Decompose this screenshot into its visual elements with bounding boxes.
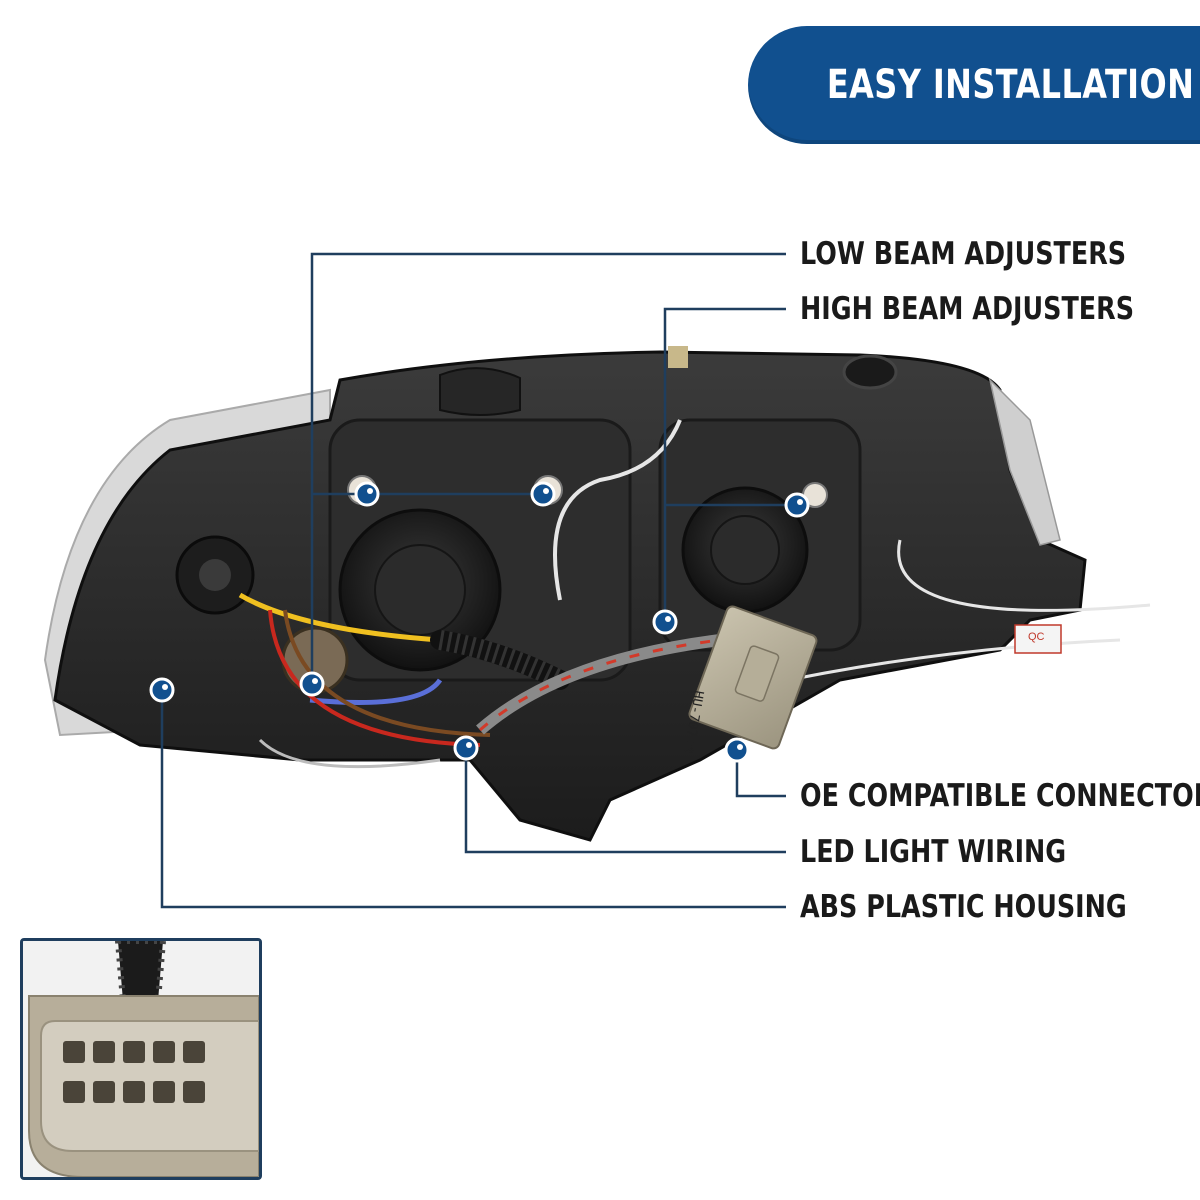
leader-led-wiring — [464, 748, 786, 854]
label-abs-plastic-housing: ABS PLASTIC HOUSING — [800, 889, 1127, 925]
leader-abs-housing — [160, 690, 786, 909]
dot-low-beam — [354, 481, 380, 507]
banner-title: EASY INSTALLATION — [826, 62, 1194, 108]
label-high-beam-adjusters: HIGH BEAM ADJUSTERS — [800, 291, 1135, 327]
label-low-beam-adjusters: LOW BEAM ADJUSTERS — [800, 236, 1127, 272]
dot-low-beam — [299, 671, 325, 697]
qc-sticker — [1014, 624, 1062, 654]
connector-pins — [63, 1041, 205, 1103]
blue-wire — [309, 678, 443, 705]
top-mount — [439, 367, 521, 416]
dot-high-beam — [784, 492, 810, 518]
qc-sticker-text: QC — [1028, 631, 1045, 643]
red-wire — [268, 609, 481, 747]
title-banner: EASY INSTALLATION — [748, 26, 1200, 144]
brown-wire — [283, 609, 491, 737]
leader-low-beam — [310, 252, 786, 684]
metal-clip — [668, 346, 688, 368]
white-wire — [897, 539, 1151, 612]
mount-hole — [842, 354, 898, 390]
connector-closeup-inset — [20, 938, 262, 1180]
leader-lines — [160, 252, 797, 909]
dot-high-beam — [652, 609, 678, 635]
dot-abs-housing — [149, 677, 175, 703]
white-wire — [553, 419, 682, 601]
chrome-side — [988, 377, 1061, 546]
label-oe-compatible-connector: OE COMPATIBLE CONNECTOR — [800, 778, 1200, 814]
callout-dots — [149, 481, 810, 763]
oe-connector-plug — [688, 605, 818, 750]
dot-low-beam — [530, 481, 556, 507]
gray-wire — [258, 738, 441, 769]
leader-oe-connector — [735, 750, 786, 798]
connector-closeup-image — [23, 941, 259, 1177]
label-led-light-wiring: LED LIGHT WIRING — [800, 834, 1067, 870]
dot-oe-connector — [724, 737, 750, 763]
leader-high-beam — [663, 307, 786, 622]
dot-led-wiring — [453, 735, 479, 761]
yellow-wire — [238, 592, 441, 643]
